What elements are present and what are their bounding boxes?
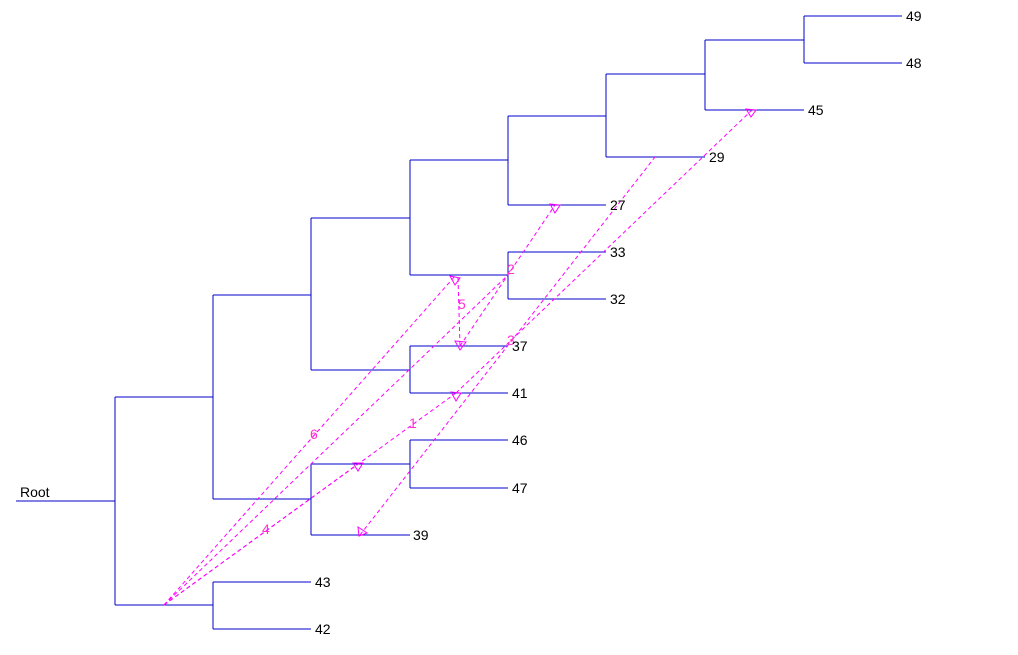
arrowhead bbox=[745, 108, 757, 118]
arrowhead bbox=[454, 340, 467, 351]
branch-node-49-48 bbox=[803, 15, 902, 64]
branch-node-29 bbox=[605, 73, 705, 158]
transfer-line bbox=[457, 277, 461, 347]
leaf-label: 42 bbox=[315, 621, 331, 637]
leaf-label: 32 bbox=[610, 291, 626, 307]
branch-node-46-47 bbox=[409, 439, 508, 489]
transfer-label: 3 bbox=[507, 332, 515, 348]
transfer-lines bbox=[163, 109, 753, 606]
arrowhead bbox=[549, 203, 561, 214]
arrowhead bbox=[352, 462, 364, 472]
transfer-label: 5 bbox=[458, 296, 466, 312]
arrowhead bbox=[449, 275, 461, 286]
transfer-arrowheads bbox=[352, 108, 757, 537]
transfer-label: 4 bbox=[262, 521, 270, 537]
branch-node-root bbox=[114, 396, 213, 606]
transfer-labels: 1 2 3 4 5 6 bbox=[262, 261, 515, 537]
leaf-labels: 49 48 45 29 27 33 32 37 41 46 47 39 43 4… bbox=[315, 8, 922, 637]
arrowhead bbox=[357, 525, 369, 537]
branch-node-37-41 bbox=[409, 345, 508, 394]
branch-node-33-32 bbox=[507, 251, 606, 300]
leaf-label: 27 bbox=[610, 197, 626, 213]
leaf-label: 39 bbox=[413, 527, 429, 543]
branch-node-45 bbox=[704, 39, 804, 111]
transfer-label: 6 bbox=[310, 426, 318, 442]
branch-node-43-42 bbox=[212, 581, 311, 630]
leaf-label: 37 bbox=[512, 338, 528, 354]
leaf-label: 48 bbox=[906, 55, 922, 71]
transfer-label: 1 bbox=[409, 415, 417, 431]
branch-node-27 bbox=[507, 115, 606, 206]
branch-node-top bbox=[409, 159, 508, 276]
leaf-label: 47 bbox=[512, 480, 528, 496]
leaf-label: 49 bbox=[906, 8, 922, 24]
transfer-line bbox=[163, 274, 509, 606]
branch-node-upper bbox=[212, 294, 311, 500]
leaf-label: 46 bbox=[512, 432, 528, 448]
transfer-line bbox=[359, 156, 656, 536]
leaf-label: 29 bbox=[709, 149, 725, 165]
leaf-label: 45 bbox=[808, 102, 824, 118]
arrowhead bbox=[450, 391, 462, 402]
transfer-line bbox=[163, 463, 359, 606]
branch-node-inner bbox=[310, 217, 410, 371]
transfer-line bbox=[455, 109, 753, 394]
transfer-line bbox=[459, 204, 556, 347]
transfer-line bbox=[163, 274, 457, 606]
leaf-label: 43 bbox=[315, 574, 331, 590]
root-label: Root bbox=[20, 484, 50, 500]
leaf-label: 33 bbox=[610, 244, 626, 260]
branch-node-46-47-39 bbox=[310, 463, 410, 536]
transfer-label: 2 bbox=[507, 261, 515, 277]
leaf-label: 41 bbox=[512, 385, 528, 401]
